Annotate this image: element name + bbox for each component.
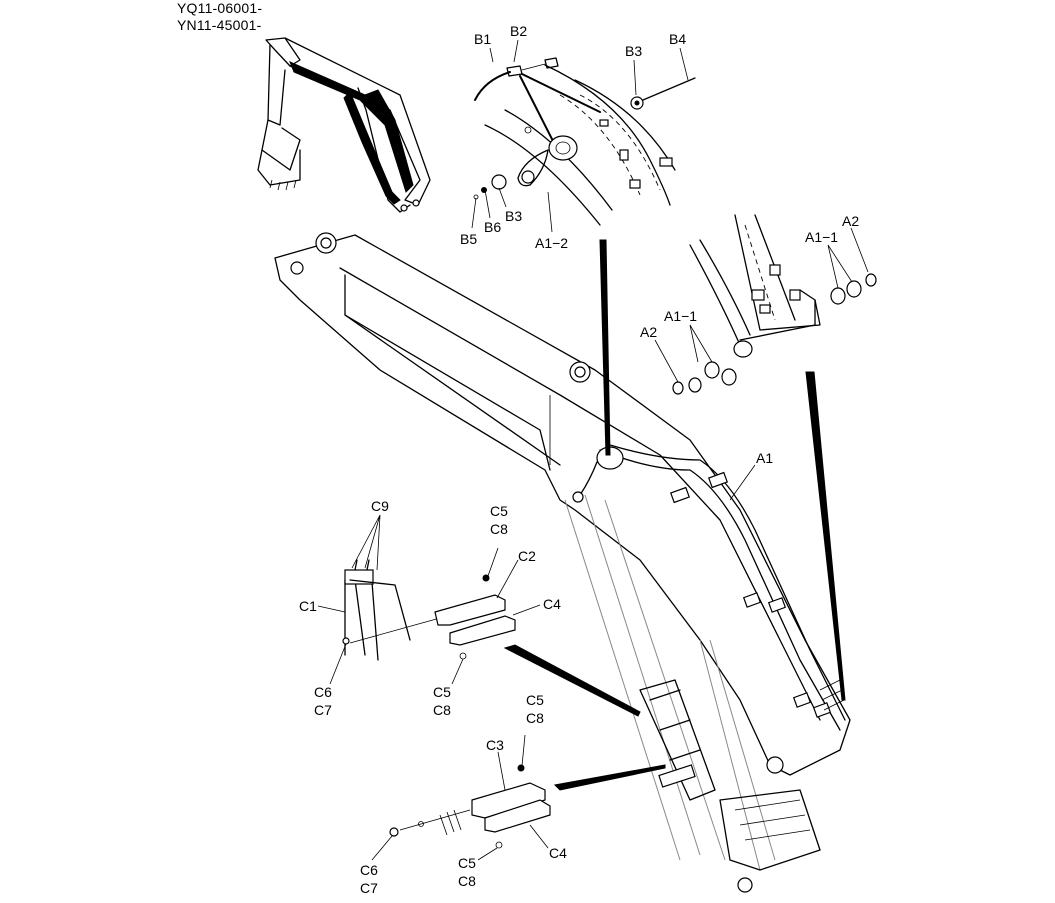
label-a1-1-left: A1−1 xyxy=(664,308,697,324)
label-c8-bottom: C8 xyxy=(458,873,476,889)
label-c7-top: C7 xyxy=(314,702,332,718)
label-a1: A1 xyxy=(756,450,773,466)
label-a1-1-right: A1−1 xyxy=(805,229,838,245)
leader-wedge-right xyxy=(805,371,846,701)
label-c8-top1: C8 xyxy=(490,521,508,537)
label-b4: B4 xyxy=(669,31,686,47)
label-c3: C3 xyxy=(486,737,504,753)
detail-b xyxy=(473,57,696,226)
label-c4-top: C4 xyxy=(543,596,561,612)
serial-range-1: YQ11-06001- xyxy=(177,0,263,16)
detail-a-boom-head xyxy=(672,214,877,395)
label-b2: B2 xyxy=(510,23,527,39)
label-c5-top2: C5 xyxy=(526,692,544,708)
label-c5-bottom: C5 xyxy=(458,855,476,871)
callout-leaders xyxy=(317,39,869,861)
serial-range-2: YN11-45001- xyxy=(177,17,262,33)
leader-wedge-mid xyxy=(503,644,641,717)
label-c2: C2 xyxy=(518,548,536,564)
label-a2-right: A2 xyxy=(842,213,859,229)
label-c6-top: C6 xyxy=(314,684,332,700)
label-b3-top: B3 xyxy=(625,43,642,59)
label-c4-bottom: C4 xyxy=(549,845,567,861)
label-c7-bottom: C7 xyxy=(360,880,378,896)
detail-c-clamp-lower xyxy=(389,764,551,849)
detail-c-clamp-upper xyxy=(342,559,516,661)
main-boom xyxy=(274,232,851,776)
label-c5-top1: C5 xyxy=(490,503,508,519)
label-b3-bottom: B3 xyxy=(505,208,522,224)
leader-wedge-bottom xyxy=(553,764,666,791)
arm-cylinder xyxy=(564,494,821,893)
label-a2-left: A2 xyxy=(640,324,657,340)
label-c5-mid: C5 xyxy=(433,684,451,700)
label-b1: B1 xyxy=(474,31,491,47)
label-c1: C1 xyxy=(299,598,317,614)
label-b5: B5 xyxy=(460,231,477,247)
label-b6: B6 xyxy=(484,219,501,235)
label-c9: C9 xyxy=(371,498,389,514)
callout-labels: B1 B2 B3 B4 B5 B6 B3 A1−2 A2 A1−1 A1−1 A… xyxy=(299,23,859,896)
leader-wedge-top xyxy=(599,239,611,456)
label-c8-top2: C8 xyxy=(526,710,544,726)
label-c8-mid: C8 xyxy=(433,702,451,718)
label-c6-bottom: C6 xyxy=(360,862,378,878)
excavator-overview xyxy=(257,37,431,213)
label-a1-2: A1−2 xyxy=(535,235,568,251)
